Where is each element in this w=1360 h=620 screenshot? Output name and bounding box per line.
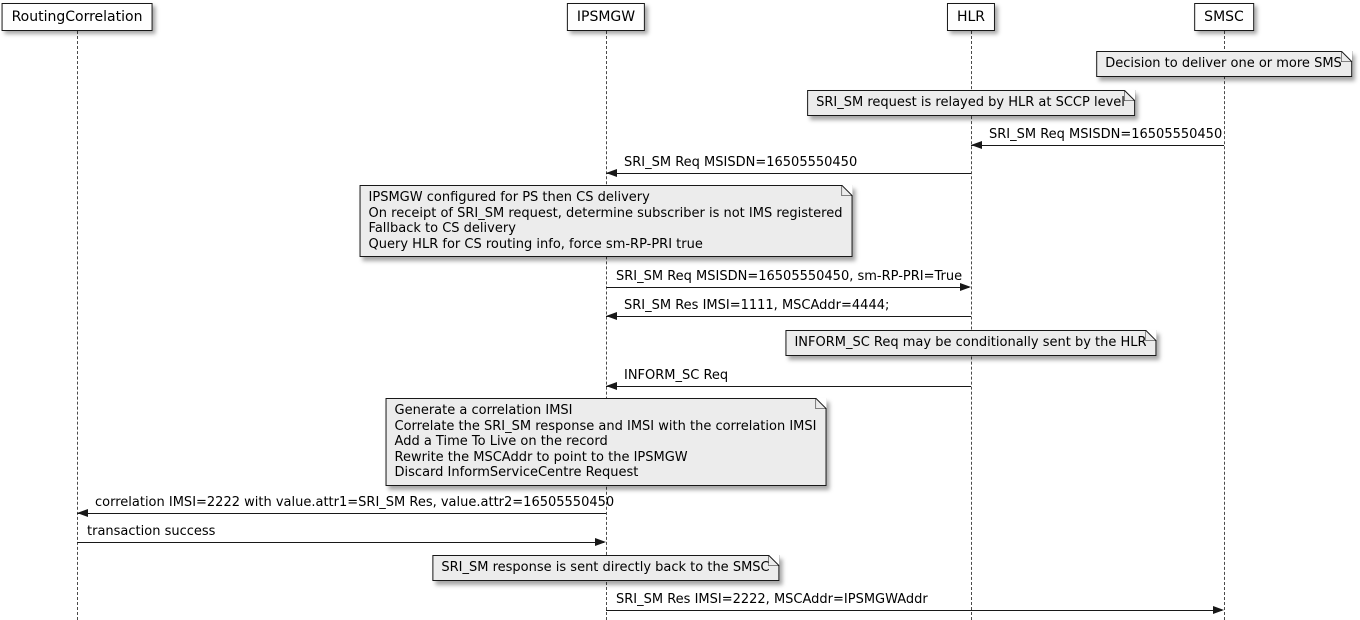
message-line bbox=[77, 542, 604, 543]
message-line bbox=[606, 287, 969, 288]
note-fold-icon bbox=[841, 185, 853, 196]
note-line: SRI_SM response is sent directly back to… bbox=[441, 560, 770, 575]
note: IPSMGW configured for PS then CS deliver… bbox=[359, 185, 853, 257]
lifeline-routingcorrelation bbox=[76, 31, 78, 620]
message-arrowhead-icon bbox=[606, 169, 617, 177]
message-label: INFORM_SC Req bbox=[624, 368, 729, 383]
note-line: INFORM_SC Req may be conditionally sent … bbox=[794, 335, 1147, 350]
participant-label: IPSMGW bbox=[576, 9, 636, 25]
message-arrowhead-icon bbox=[606, 382, 617, 390]
note: INFORM_SC Req may be conditionally sent … bbox=[785, 330, 1157, 356]
lifeline-smsc bbox=[1223, 31, 1225, 620]
message-label: SRI_SM Req MSISDN=16505550450 bbox=[989, 127, 1223, 142]
note: SRI_SM request is relayed by HLR at SCCP… bbox=[807, 90, 1135, 116]
note-line: Add a Time To Live on the record bbox=[394, 434, 608, 449]
note: SRI_SM response is sent directly back to… bbox=[432, 555, 780, 581]
message-line bbox=[606, 610, 1222, 611]
note-line: Decision to deliver one or more SMS bbox=[1105, 56, 1342, 71]
note-line: Generate a correlation IMSI bbox=[394, 403, 573, 418]
message-arrowhead-icon bbox=[971, 141, 982, 149]
participant-label: RoutingCorrelation bbox=[11, 9, 143, 25]
note-fold-icon bbox=[768, 555, 780, 566]
note-fold-icon bbox=[815, 398, 827, 409]
participant-smsc: SMSC bbox=[1194, 3, 1254, 31]
note-line: Correlate the SRI_SM response and IMSI w… bbox=[394, 418, 817, 434]
message-arrowhead-icon bbox=[77, 509, 88, 517]
note-line: Fallback to CS delivery bbox=[368, 221, 516, 236]
message-label: SRI_SM Res IMSI=1111, MSCAddr=4444; bbox=[624, 298, 890, 313]
participant-hlr: HLR bbox=[946, 3, 996, 31]
message-arrowhead-icon bbox=[606, 312, 617, 320]
message-label: SRI_SM Req MSISDN=16505550450, sm-RP-PRI… bbox=[616, 269, 963, 284]
note-line: IPSMGW configured for PS then CS deliver… bbox=[368, 190, 650, 205]
participant-routingcorrelation: RoutingCorrelation bbox=[1, 3, 153, 31]
lifeline-ipsmgw bbox=[605, 31, 607, 620]
message-label: transaction success bbox=[87, 524, 216, 539]
note-line: Query HLR for CS routing info, force sm-… bbox=[368, 236, 703, 252]
participant-label: SMSC bbox=[1204, 9, 1244, 25]
participant-label: HLR bbox=[956, 9, 986, 25]
message-label: SRI_SM Req MSISDN=16505550450 bbox=[624, 155, 858, 170]
message-arrowhead-icon bbox=[960, 283, 971, 291]
note: Decision to deliver one or more SMS bbox=[1096, 51, 1352, 77]
participant-ipsmgw: IPSMGW bbox=[566, 3, 646, 31]
message-label: SRI_SM Res IMSI=2222, MSCAddr=IPSMGWAddr bbox=[616, 592, 928, 607]
note-fold-icon bbox=[1145, 330, 1157, 341]
message-line bbox=[971, 145, 1224, 146]
message-line bbox=[606, 386, 971, 387]
message-label: correlation IMSI=2222 with value.attr1=S… bbox=[95, 495, 615, 510]
note-fold-icon bbox=[1340, 51, 1352, 62]
note-fold-icon bbox=[1123, 90, 1135, 101]
message-arrowhead-icon bbox=[1213, 606, 1224, 614]
message-line bbox=[606, 173, 971, 174]
note-line: Rewrite the MSCAddr to point to the IPSM… bbox=[394, 449, 688, 465]
note-line: On receipt of SRI_SM request, determine … bbox=[368, 205, 843, 221]
message-arrowhead-icon bbox=[595, 538, 606, 546]
message-line bbox=[606, 316, 971, 317]
note-line: SRI_SM request is relayed by HLR at SCCP… bbox=[816, 95, 1125, 110]
lifeline-hlr bbox=[970, 31, 972, 620]
note-line: Discard InformServiceCentre Request bbox=[394, 465, 639, 480]
message-line bbox=[77, 513, 606, 514]
